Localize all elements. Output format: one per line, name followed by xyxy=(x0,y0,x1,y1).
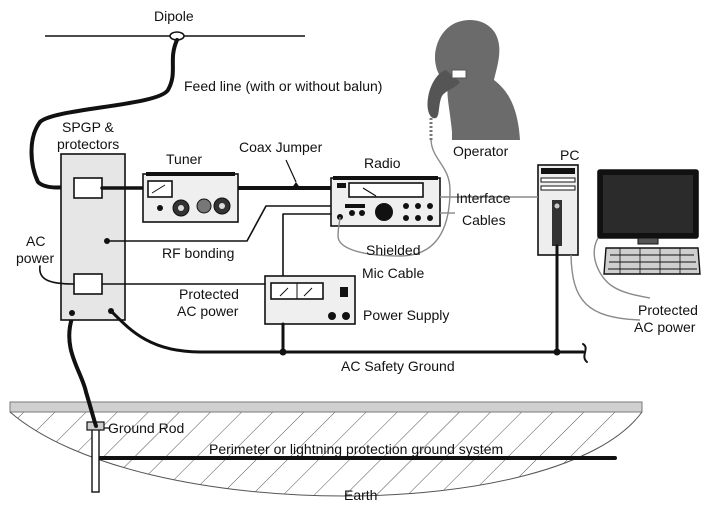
label-feed-line: Feed line (with or without balun) xyxy=(184,78,382,94)
spgp-panel xyxy=(60,153,126,321)
label-pc: PC xyxy=(560,147,579,163)
ps-ground-node xyxy=(279,348,287,356)
label-protected-ac-pc-1: Protected xyxy=(638,302,698,318)
ac-safety-ground-end xyxy=(582,343,588,363)
coax-jumper-arrow xyxy=(291,182,301,189)
power-supply xyxy=(264,275,356,325)
pc-ground-node xyxy=(553,348,561,356)
ac-power-input xyxy=(39,265,75,285)
label-mic-cable: Mic Cable xyxy=(362,265,424,281)
label-rf-bonding: RF bonding xyxy=(162,245,234,261)
label-power-supply: Power Supply xyxy=(363,307,449,323)
label-coax-jumper: Coax Jumper xyxy=(239,139,323,155)
coax-jumper-pointer xyxy=(285,159,297,183)
radio xyxy=(330,176,441,227)
tuner xyxy=(142,172,239,223)
label-ground-rod: Ground Rod xyxy=(108,420,184,436)
label-radio: Radio xyxy=(364,155,401,171)
ac-safety-ground-wire xyxy=(109,309,585,354)
pc-protected-ac-cable xyxy=(570,254,641,321)
label-interface-2: Cables xyxy=(462,212,506,228)
label-dipole: Dipole xyxy=(154,8,194,24)
label-ac-power-1: AC xyxy=(26,233,45,249)
earth-area xyxy=(9,401,643,497)
label-protected-ac-pc-2: AC power xyxy=(634,319,696,335)
label-shielded: Shielded xyxy=(366,242,421,258)
pc-monitor xyxy=(597,169,699,245)
label-interface-1: Interface xyxy=(456,190,511,206)
label-spgp-1: SPGP & xyxy=(62,119,115,135)
label-ac-safety-ground: AC Safety Ground xyxy=(341,358,455,374)
shielded-mic-cable xyxy=(337,139,451,257)
label-earth: Earth xyxy=(344,487,377,503)
feed-line xyxy=(29,38,179,190)
label-ac-power-2: power xyxy=(16,250,54,266)
label-operator: Operator xyxy=(453,143,509,159)
label-protected-ac-1: Protected xyxy=(179,286,239,302)
operator-silhouette xyxy=(427,20,520,141)
label-protected-ac-2: AC power xyxy=(177,303,239,319)
label-tuner: Tuner xyxy=(166,151,202,167)
monitor-protected-ac-cable xyxy=(593,237,651,299)
radio-power-cable xyxy=(282,213,332,277)
rf-bonding-wire xyxy=(106,205,332,242)
label-spgp-2: protectors xyxy=(57,136,119,152)
pc-tower xyxy=(537,164,579,256)
pc-keyboard xyxy=(603,247,701,275)
spgp-ground-wire xyxy=(67,316,98,428)
label-perimeter: Perimeter or lightning protection ground… xyxy=(209,441,503,457)
